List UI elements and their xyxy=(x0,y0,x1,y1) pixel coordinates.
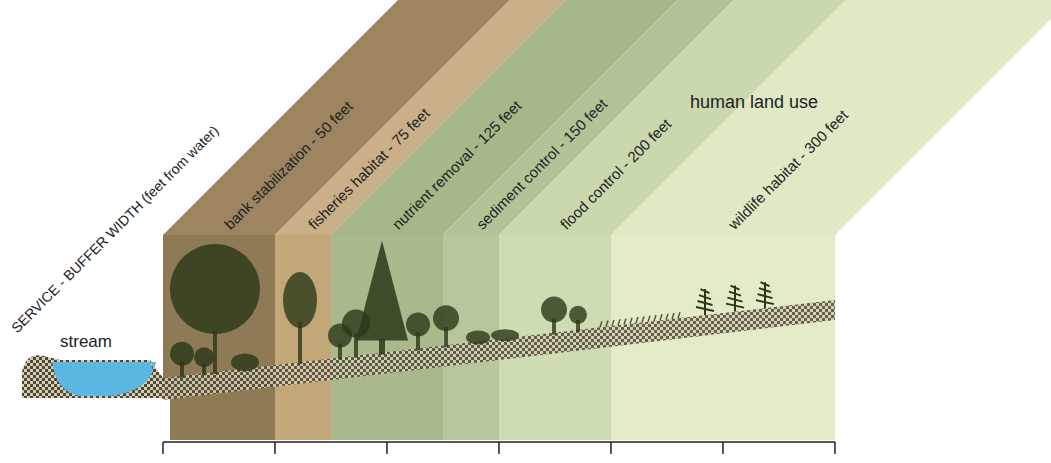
shrub xyxy=(491,329,519,341)
tree-crown xyxy=(170,342,194,366)
stream-label: stream xyxy=(60,332,112,352)
buffer-band: flood control - 200 feet xyxy=(499,0,846,463)
buffer-band: fisheries habitat - 75 feet xyxy=(275,0,566,463)
axis-tick xyxy=(498,442,500,454)
band-shape xyxy=(163,0,510,463)
shrub xyxy=(231,353,259,371)
axis-tick xyxy=(162,442,164,454)
buffer-band: bank stabilization - 50 feet xyxy=(163,0,510,463)
service-label: wildlife habitat - 300 feet xyxy=(725,106,852,233)
stream-water xyxy=(52,362,156,396)
tree-crown xyxy=(283,272,317,328)
axis-tick xyxy=(386,442,388,454)
tree-crown xyxy=(433,305,459,331)
band-shape xyxy=(331,0,678,463)
tree-trunk xyxy=(213,330,217,374)
tree-crown xyxy=(541,297,567,323)
tree-crown xyxy=(194,347,214,367)
band-shape xyxy=(499,0,846,463)
tree-crown xyxy=(569,306,587,324)
buffer-band: nutrient removal - 125 feet xyxy=(331,0,678,463)
buffer-band: wildlife habitat - 300 feet xyxy=(611,0,1051,463)
buffer-band: sediment control - 150 feet xyxy=(443,0,734,463)
axis-tick xyxy=(274,442,276,454)
axis-tick xyxy=(610,442,612,454)
axis-tick xyxy=(834,442,836,454)
band-shape xyxy=(611,0,1051,463)
land-use-label: human land use xyxy=(690,92,818,114)
axis-tick xyxy=(722,442,724,454)
tree-crown xyxy=(170,244,260,334)
tree-crown xyxy=(406,312,430,336)
shrub xyxy=(466,330,490,344)
